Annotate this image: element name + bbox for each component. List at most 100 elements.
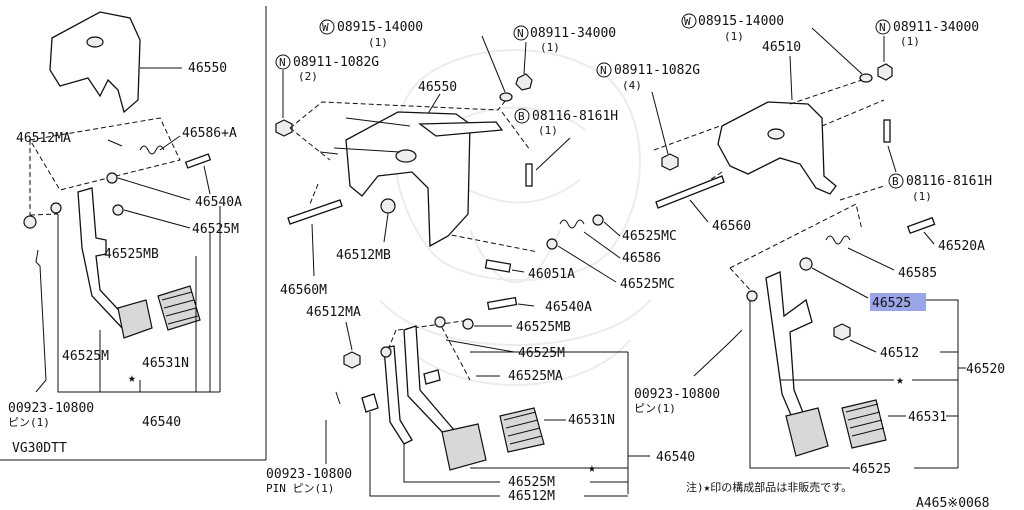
left-label-46525M-b: 46525M bbox=[62, 349, 109, 364]
center-pin-00923 bbox=[361, 393, 379, 413]
svg-text:(1): (1) bbox=[538, 124, 558, 137]
center-label-46525M-b: 46525M bbox=[508, 475, 555, 490]
left-star: ★ bbox=[128, 371, 136, 386]
left-pad-46531N bbox=[157, 285, 201, 331]
center-clip-46525MC-b bbox=[546, 238, 558, 250]
center-label-46525MC-b: 46525MC bbox=[620, 277, 675, 292]
svg-text:(1): (1) bbox=[724, 30, 744, 43]
center-label-46525MA: 46525MA bbox=[508, 369, 563, 384]
center-label-46525MB: 46525MB bbox=[516, 320, 571, 335]
center-clip-46525MC-a bbox=[592, 214, 604, 226]
left-inset: 46550 46512MA 46586+A 46540A 46525M 4652… bbox=[8, 11, 242, 456]
center-bushing-b bbox=[462, 318, 474, 330]
center-label-46051A: 46051A bbox=[528, 267, 575, 282]
center-assembly: W 08915-14000 (1) N 08911-34000 (1) N 08… bbox=[266, 19, 695, 504]
left-label-46540: 46540 bbox=[142, 415, 181, 430]
center-label-46550: 46550 bbox=[418, 80, 457, 95]
left-variant-label: VG30DTT bbox=[12, 441, 67, 456]
right-label-b-code: 08116-8161H bbox=[906, 174, 992, 189]
svg-text:(4): (4) bbox=[622, 79, 642, 92]
right-label-46585: 46585 bbox=[898, 266, 937, 281]
svg-text:N: N bbox=[517, 27, 524, 40]
left-label-46525M: 46525M bbox=[192, 222, 239, 237]
right-label-46525-hl: 46525 bbox=[872, 296, 911, 311]
right-label-00923: 00923-10800 bbox=[634, 387, 720, 402]
center-label-46560M: 46560M bbox=[280, 283, 327, 298]
center-pedal-arm-clutch bbox=[383, 345, 413, 445]
left-bushing-3 bbox=[50, 202, 62, 214]
svg-text:B: B bbox=[892, 175, 899, 188]
center-star: ★ bbox=[588, 461, 596, 476]
right-nut2-mark bbox=[596, 62, 612, 78]
center-label-46531N: 46531N bbox=[568, 413, 615, 428]
right-label-46512: 46512 bbox=[880, 346, 919, 361]
center-label-46586: 46586 bbox=[622, 251, 661, 266]
left-label-46512MA: 46512MA bbox=[16, 131, 71, 146]
center-bracket-hole bbox=[395, 149, 417, 163]
left-label-46586A: 46586+A bbox=[182, 126, 237, 141]
left-spring-46586 bbox=[139, 145, 165, 155]
right-spring-46585 bbox=[825, 235, 851, 245]
center-label-46512MB: 46512MB bbox=[336, 248, 391, 263]
right-label-46560: 46560 bbox=[712, 219, 751, 234]
center-nut-46512MA bbox=[343, 351, 361, 369]
center-label-46512MA: 46512MA bbox=[306, 305, 361, 320]
center-washer bbox=[499, 92, 513, 102]
center-nut-mark bbox=[513, 25, 529, 41]
left-nut bbox=[23, 215, 37, 229]
left-pad-brake bbox=[117, 299, 153, 339]
svg-text:(1): (1) bbox=[912, 190, 932, 203]
center-bushing-c bbox=[380, 346, 392, 358]
center-label-n2-code: 08911-1082G bbox=[293, 55, 379, 70]
center-bracket-46550 bbox=[345, 111, 471, 248]
center-label-00923: 00923-10800 bbox=[266, 467, 352, 482]
right-bushing-a bbox=[746, 290, 758, 302]
left-label-00923: 00923-10800 bbox=[8, 401, 94, 416]
left-pedal-arm bbox=[77, 187, 129, 332]
center-bolt-08116 bbox=[525, 163, 533, 187]
watermark-emblem bbox=[379, 49, 651, 386]
center-bolt-46540A bbox=[486, 296, 518, 311]
right-label-46525: 46525 bbox=[852, 462, 891, 477]
center-label-46540: 46540 bbox=[656, 450, 695, 465]
left-label-46550: 46550 bbox=[188, 61, 227, 76]
right-nut-46512 bbox=[833, 323, 851, 341]
left-label-46540A: 46540A bbox=[195, 195, 242, 210]
right-nut2 bbox=[661, 153, 679, 171]
right-label-n2-code: 08911-1082G bbox=[614, 63, 700, 78]
center-spring-46586 bbox=[559, 219, 585, 229]
left-label-46531N: 46531N bbox=[142, 356, 189, 371]
center-label-w-code: 08915-14000 bbox=[337, 20, 423, 35]
center-bolt-46560M bbox=[287, 199, 343, 225]
svg-text:(2): (2) bbox=[298, 70, 318, 83]
center-label-b-code: 08116-8161H bbox=[532, 109, 618, 124]
center-bolt-mark bbox=[514, 108, 530, 124]
left-bracket-hole bbox=[86, 36, 104, 48]
center-bushing-a bbox=[434, 316, 446, 328]
right-label-46531: 46531 bbox=[908, 410, 947, 425]
center-label-46512M: 46512M bbox=[508, 489, 555, 504]
svg-text:N: N bbox=[279, 56, 286, 69]
svg-text:(1): (1) bbox=[368, 36, 388, 49]
left-label-46525MB: 46525MB bbox=[104, 247, 159, 262]
right-assembly: W 08915-14000 (1) N 08911-34000 (1) 4651… bbox=[596, 13, 1005, 477]
right-nut bbox=[877, 63, 893, 81]
svg-text:(1): (1) bbox=[900, 35, 920, 48]
center-nut2-mark bbox=[275, 54, 291, 70]
svg-text:W: W bbox=[322, 21, 329, 34]
right-label-00923-sub: ピン(1) bbox=[634, 402, 676, 415]
center-nut bbox=[515, 73, 533, 91]
right-washer bbox=[859, 73, 873, 83]
right-nut-mark bbox=[875, 19, 891, 35]
drawing-id: A465※0068 bbox=[916, 496, 990, 510]
right-bolt-46560 bbox=[655, 175, 725, 209]
center-label-46540A: 46540A bbox=[545, 300, 592, 315]
right-label-46520A: 46520A bbox=[938, 239, 985, 254]
center-dash-frame bbox=[289, 99, 539, 253]
center-bushing-46512MB bbox=[380, 198, 396, 214]
right-bracket-hole bbox=[767, 128, 785, 140]
center-nut2 bbox=[275, 119, 293, 137]
center-pad-brake bbox=[441, 423, 487, 471]
center-label-46525MC-a: 46525MC bbox=[622, 229, 677, 244]
